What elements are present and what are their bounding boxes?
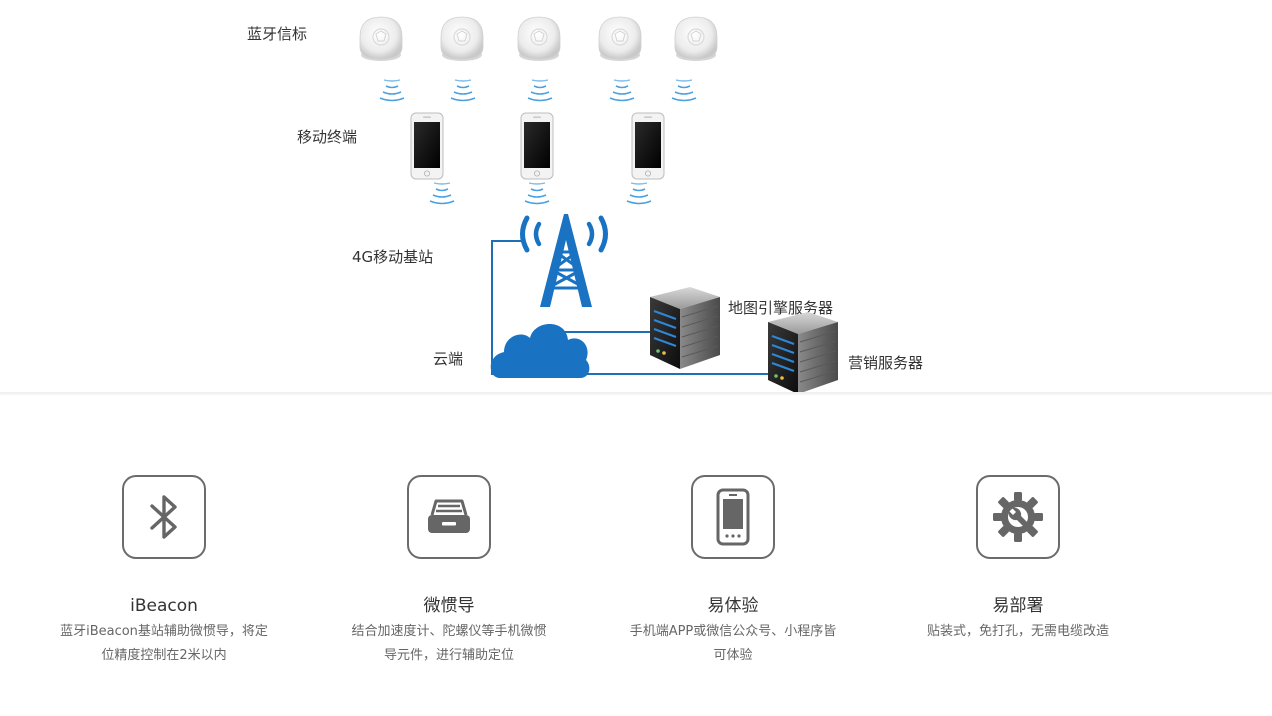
map-server-label: 地图引擎服务器	[728, 299, 833, 317]
mobile-row-label: 移动终端	[297, 128, 357, 146]
cell-tower-icon	[520, 214, 608, 307]
feature-easy-experience: 易体验 手机端APP或微信公众号、小程序皆 可体验	[613, 475, 853, 668]
feature-description: 蓝牙iBeacon基站辅助微惯导，将定 位精度控制在2米以内	[60, 624, 268, 663]
cloud-icon	[490, 324, 590, 378]
feature-icon-box	[407, 475, 491, 559]
mobile-phone-2	[520, 112, 554, 180]
base-station-label: 4G移动基站	[352, 248, 433, 266]
beacon-row-label: 蓝牙信标	[247, 25, 307, 43]
marketing-server-label: 营销服务器	[848, 354, 923, 372]
positioning-architecture-diagram: 蓝牙信标 移动终端 4G移动基站 云端 地图引擎服务器 营销服务器	[247, 16, 923, 392]
signal-waves-icon	[379, 79, 405, 102]
signal-waves-icon	[609, 79, 635, 102]
signal-waves-icon	[527, 79, 553, 102]
cloud-label: 云端	[433, 350, 463, 368]
map-engine-server	[648, 285, 722, 371]
feature-icon-box	[122, 475, 206, 559]
feature-list: iBeacon 蓝牙iBeacon基站辅助微惯导，将定 位精度控制在2米以内 微…	[0, 395, 1272, 716]
bluetooth-icon	[150, 495, 177, 539]
feature-title: 易体验	[707, 596, 759, 616]
feature-ibeacon: iBeacon 蓝牙iBeacon基站辅助微惯导，将定 位精度控制在2米以内	[44, 475, 284, 668]
feature-description: 贴装式，免打孔，无需电缆改造	[926, 624, 1109, 639]
feature-easy-deployment: 易部署 贴装式，免打孔，无需电缆改造	[898, 475, 1138, 644]
signal-waves-icon	[626, 182, 652, 205]
feature-micro-inertial: 微惯导 结合加速度计、陀螺仪等手机微惯 导元件，进行辅助定位	[329, 475, 569, 668]
bluetooth-beacon-3	[517, 16, 561, 62]
inertial-module-icon	[428, 499, 470, 533]
bluetooth-beacon-4	[598, 16, 642, 62]
feature-icon-box	[691, 475, 775, 559]
feature-title: 易部署	[992, 596, 1044, 616]
mobile-phone-3	[631, 112, 665, 180]
marketing-server	[766, 310, 840, 392]
feature-description: 手机端APP或微信公众号、小程序皆 可体验	[629, 624, 837, 663]
signal-waves-icon	[524, 182, 550, 205]
signal-waves-icon	[671, 79, 697, 102]
bluetooth-beacon-1	[359, 16, 403, 62]
smartphone-icon	[716, 488, 750, 546]
signal-waves-icon	[429, 182, 455, 205]
feature-title: 微惯导	[423, 596, 475, 616]
feature-title: iBeacon	[130, 596, 198, 616]
section-divider	[0, 392, 1272, 395]
mobile-phone-1	[410, 112, 444, 180]
gear-wrench-icon	[993, 492, 1043, 542]
bluetooth-beacon-2	[440, 16, 484, 62]
feature-icon-box	[976, 475, 1060, 559]
feature-description: 结合加速度计、陀螺仪等手机微惯 导元件，进行辅助定位	[351, 624, 547, 663]
bluetooth-beacon-5	[674, 16, 718, 62]
signal-waves-icon	[450, 79, 476, 102]
